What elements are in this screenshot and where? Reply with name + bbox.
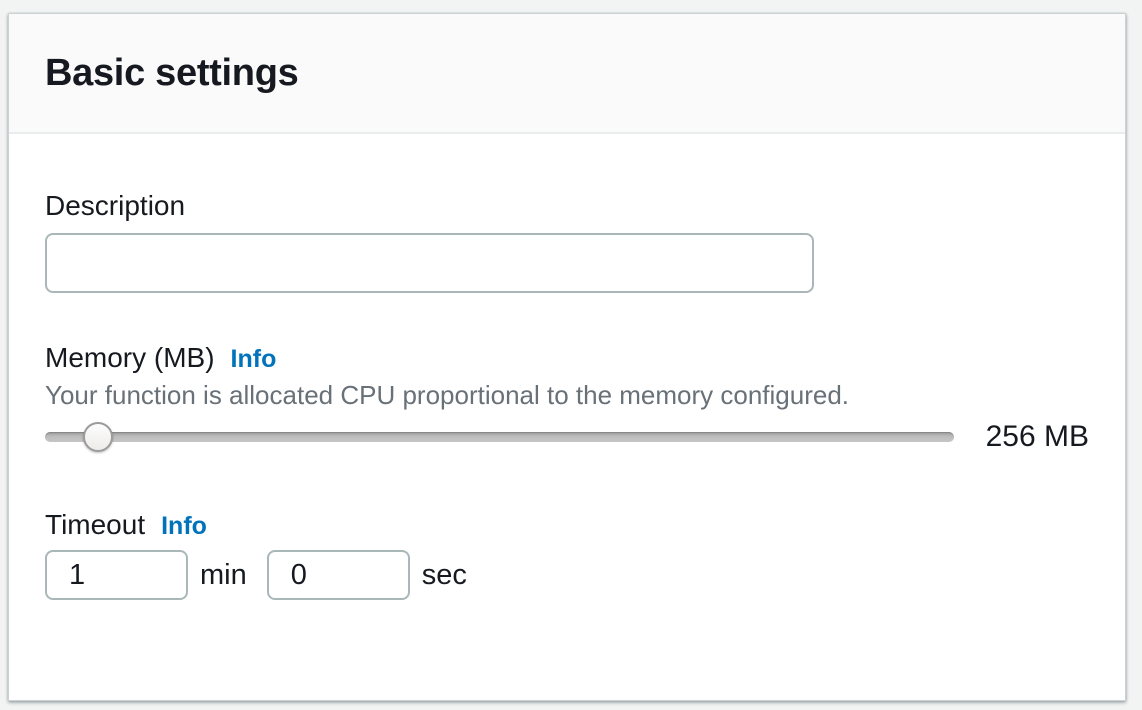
memory-value: 256 MB [985,420,1089,453]
description-label: Description [45,190,186,221]
timeout-label: Timeout [45,509,146,540]
description-field: Description [45,189,1089,293]
description-input[interactable] [45,233,814,293]
memory-slider[interactable] [45,421,954,453]
memory-field: Memory (MB) Info Your function is alloca… [45,341,1089,453]
memory-slider-track[interactable] [45,432,954,442]
card-body: Description Memory (MB) Info Your functi… [9,134,1125,600]
timeout-minutes-unit: min [200,558,247,591]
timeout-info-link[interactable]: Info [161,512,207,540]
card-header: Basic settings [9,14,1125,134]
memory-info-link[interactable]: Info [230,345,277,373]
card-title: Basic settings [45,51,299,94]
timeout-label-row: Timeout Info [45,508,1089,543]
memory-label: Memory (MB) [45,342,215,373]
timeout-seconds-input[interactable] [266,550,410,600]
timeout-inputs-row: min sec [45,550,1089,600]
timeout-minutes-input[interactable] [45,550,188,600]
memory-label-row: Memory (MB) Info [45,341,1089,376]
memory-helper-text: Your function is allocated CPU proportio… [45,380,850,410]
memory-slider-row: 256 MB [45,420,1089,453]
memory-slider-thumb[interactable] [82,422,113,452]
timeout-field: Timeout Info min sec [45,508,1089,600]
timeout-seconds-unit: sec [421,558,467,591]
basic-settings-card: Basic settings Description Memory (MB) I… [8,13,1126,701]
